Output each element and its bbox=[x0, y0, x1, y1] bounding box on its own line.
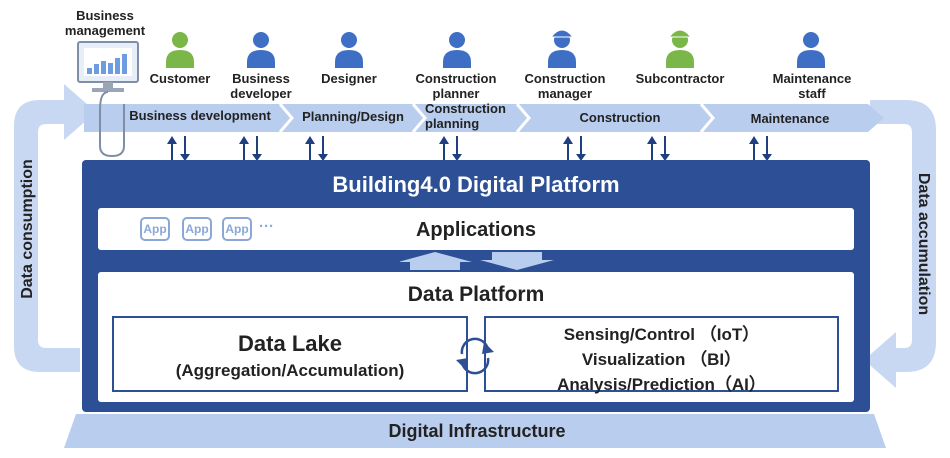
person-icon-construction-planner bbox=[443, 32, 471, 68]
role-label-construction-manager: Construction manager bbox=[524, 71, 606, 101]
infrastructure-base bbox=[64, 414, 886, 448]
role-label-customer: Customer bbox=[149, 71, 211, 86]
data-platform-panel bbox=[98, 272, 854, 402]
person-icon-designer bbox=[335, 32, 363, 68]
monitor-cable bbox=[99, 91, 125, 158]
platform-title: Building4.0 Digital Platform bbox=[332, 172, 620, 197]
role-label-construction-planner: Construction planner bbox=[415, 71, 497, 101]
down-block-arrow bbox=[480, 252, 554, 270]
exchange-arrow-pair bbox=[167, 136, 190, 161]
exchange-arrow-pair bbox=[563, 136, 586, 161]
apps-ellipsis: ··· bbox=[259, 218, 274, 235]
exchange-arrow-pair bbox=[647, 136, 670, 161]
phase-label-construction: Construction bbox=[579, 110, 661, 125]
data-platform-title: Data Platform bbox=[407, 283, 545, 306]
role-label-maintenance-staff: Maintenance staff bbox=[772, 71, 852, 101]
person-icon-subcontractor bbox=[666, 29, 694, 68]
exchange-arrow-pair bbox=[239, 136, 262, 161]
function-visualization: Visualization （BI） bbox=[581, 350, 742, 369]
data-lake-box bbox=[112, 316, 468, 392]
phase-label-planning-design: Planning/Design bbox=[302, 109, 404, 124]
app-chip: App bbox=[182, 217, 212, 241]
digital-infrastructure-title: Digital Infrastructure bbox=[388, 421, 566, 441]
role-label-subcontractor: Subcontractor bbox=[635, 71, 725, 86]
person-icon-customer bbox=[166, 32, 194, 68]
phase-label-construction-planning: Construction planning bbox=[425, 101, 506, 131]
exchange-arrow-pair bbox=[749, 136, 772, 161]
person-icon-construction-manager bbox=[548, 29, 576, 68]
left-loop-arrow bbox=[14, 84, 96, 372]
role-label-designer: Designer bbox=[321, 71, 377, 86]
exchange-arrow-pair bbox=[439, 136, 462, 161]
business-management-label: Business management bbox=[64, 8, 146, 38]
phase-label-maintenance: Maintenance bbox=[750, 111, 830, 126]
monitor-icon bbox=[77, 41, 139, 92]
data-lake-title: Data Lake bbox=[238, 331, 342, 356]
person-icon-maintenance-staff bbox=[797, 32, 825, 68]
exchange-arrow-pair bbox=[305, 136, 328, 161]
role-icons bbox=[166, 29, 825, 68]
data-consumption-label: Data consumption bbox=[19, 159, 36, 299]
data-accumulation-label: Data accumulation bbox=[915, 172, 932, 316]
person-icon-business-developer bbox=[247, 32, 275, 68]
function-sensing-control: Sensing/Control （IoT） bbox=[563, 325, 760, 344]
circular-exchange-icon bbox=[456, 337, 494, 375]
up-block-arrow bbox=[400, 252, 472, 270]
phase-separators bbox=[278, 103, 715, 133]
applications-panel bbox=[98, 208, 854, 250]
app-data-arrows bbox=[400, 252, 554, 270]
phase-band bbox=[84, 104, 884, 132]
app-chip: App bbox=[222, 217, 252, 241]
function-analysis-prediction: Analysis/Prediction（AI） bbox=[557, 375, 766, 394]
phase-label-business-development: Business development bbox=[129, 108, 271, 123]
applications-title: Applications bbox=[415, 219, 536, 241]
right-loop-arrow bbox=[864, 100, 936, 388]
role-label-business-developer: Business developer bbox=[230, 71, 292, 101]
exchange-arrows bbox=[167, 136, 772, 161]
data-lake-subtitle: (Aggregation/Accumulation) bbox=[175, 361, 405, 380]
analytics-functions-box bbox=[484, 316, 839, 392]
app-chip: App bbox=[140, 217, 170, 241]
